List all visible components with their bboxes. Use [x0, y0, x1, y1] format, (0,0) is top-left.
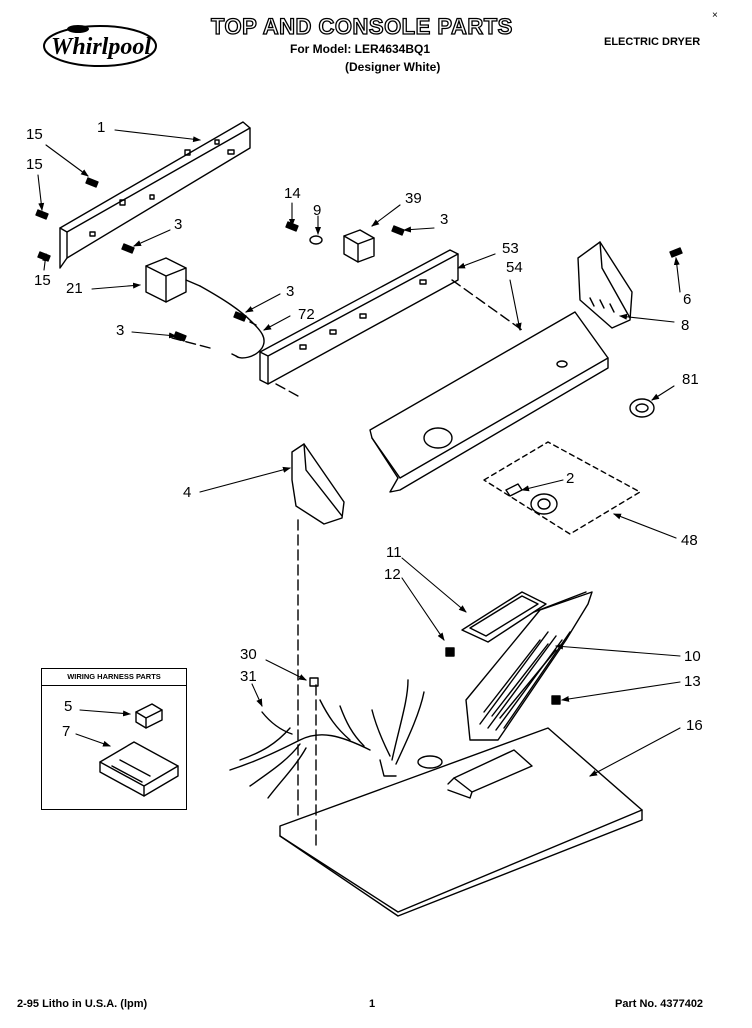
callout-3-left: 3 — [116, 322, 125, 339]
callout-21: 21 — [66, 280, 83, 297]
callout-15-bottom: 15 — [34, 272, 51, 289]
end-cap-4 — [291, 443, 345, 525]
model-subtitle: (Designer White) — [345, 60, 441, 74]
footer-part-number: Part No. 4377402 — [615, 998, 704, 1010]
callout-54: 54 — [506, 259, 523, 276]
callout-10: 10 — [684, 648, 701, 665]
corner-mark: × — [712, 10, 718, 21]
wiring-31 — [229, 679, 425, 799]
callout-7: 7 — [62, 723, 71, 740]
callout-11: 11 — [386, 544, 402, 561]
callout-16: 16 — [686, 717, 703, 734]
knob-shaft-9 — [309, 235, 323, 245]
callout-72: 72 — [298, 306, 315, 323]
end-cap-8 — [577, 241, 633, 329]
callout-arrows — [37, 129, 681, 777]
callout-15-middle: 15 — [26, 156, 43, 173]
clip-12 — [445, 647, 455, 657]
footer-page-number: 1 — [369, 998, 376, 1010]
footer-litho: 2-95 Litho in U.S.A. (lpm) — [17, 998, 148, 1010]
harness-connector-7 — [99, 741, 179, 797]
callout-5: 5 — [64, 698, 73, 715]
timer-39 — [343, 229, 375, 263]
plate-11 — [461, 591, 547, 643]
callout-14: 14 — [284, 185, 301, 202]
callout-48: 48 — [681, 532, 698, 549]
callout-2: 2 — [566, 470, 575, 487]
knob-81 — [629, 398, 655, 418]
switch-21 — [145, 257, 201, 303]
callout-1: 1 — [97, 119, 106, 136]
screw-13 — [551, 695, 561, 705]
callout-3-bracket: 3 — [286, 283, 295, 300]
wiring-harness-title: WIRING HARNESS PARTS — [42, 669, 186, 686]
console-back-panel — [59, 121, 251, 269]
brand-name: Whirlpool — [51, 34, 151, 60]
callout-6: 6 — [683, 291, 692, 308]
wiring-harness-box: WIRING HARNESS PARTS — [41, 668, 187, 810]
clip-30 — [309, 677, 319, 687]
console-54 — [369, 311, 609, 493]
model-line: For Model: LER4634BQ1 — [290, 42, 431, 56]
control-bracket — [259, 249, 459, 385]
callout-3-timer: 3 — [440, 211, 449, 228]
screw-6 — [669, 247, 683, 258]
callout-31: 31 — [240, 668, 257, 685]
callout-13: 13 — [684, 673, 701, 690]
knob-group-48 — [483, 441, 641, 535]
whirlpool-logo: Whirlpool — [43, 25, 157, 67]
callout-53: 53 — [502, 240, 519, 257]
wire-72 — [199, 285, 265, 359]
callout-15-top: 15 — [26, 126, 43, 143]
page-title: TOP AND CONSOLE PARTS — [210, 13, 513, 39]
callout-81: 81 — [682, 371, 699, 388]
callout-12: 12 — [384, 566, 401, 583]
callout-39: 39 — [405, 190, 422, 207]
lint-filter-10 — [465, 591, 593, 741]
console-screws — [35, 177, 405, 342]
callout-30: 30 — [240, 646, 257, 663]
callout-4: 4 — [183, 484, 192, 501]
leader-lines — [171, 279, 523, 846]
dryer-top-16 — [279, 727, 643, 917]
product-type: ELECTRIC DRYER — [604, 36, 701, 48]
callout-8: 8 — [681, 317, 690, 334]
harness-part-5 — [135, 703, 163, 729]
callout-9: 9 — [313, 202, 322, 219]
callout-3-panel: 3 — [174, 216, 183, 233]
